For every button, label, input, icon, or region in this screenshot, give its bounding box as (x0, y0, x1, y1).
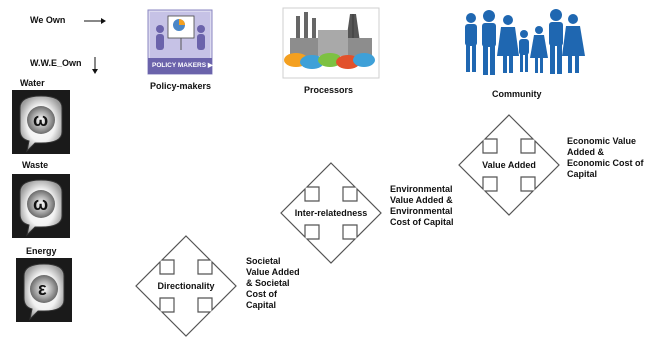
value-added-description: Economic Value Added & Economic Cost of … (567, 136, 644, 179)
policy-makers-label: Policy-makers (150, 81, 212, 91)
waste-symbol: ω (33, 194, 49, 214)
inter-relatedness-label: Inter-relatedness (294, 208, 368, 218)
waste-bubble-icon (12, 174, 70, 238)
waste-label: Waste (22, 160, 49, 170)
inter-relatedness-description: Environmental Value Added & Environmenta… (390, 184, 454, 227)
water-bubble-icon (12, 90, 70, 154)
water-symbol: ω (33, 110, 49, 130)
energy-symbol: ε (38, 279, 47, 299)
we-own-arrow (84, 18, 106, 24)
directionality-label: Directionality (157, 281, 215, 291)
policy-makers-icon (147, 9, 213, 75)
value-added-label: Value Added (482, 160, 536, 170)
we-own-label: We Own (30, 15, 66, 25)
community-icon (465, 9, 585, 75)
water-label: Water (20, 78, 45, 88)
energy-label: Energy (26, 246, 57, 256)
wwe-own-arrow (92, 57, 98, 74)
directionality-description: Societal Value Added & Societal Cost of … (246, 256, 300, 310)
processors-icon (282, 7, 380, 79)
energy-bubble-icon (16, 258, 72, 322)
policy-makers-badge: POLICY MAKERS ▶ (152, 62, 213, 69)
wwe-own-label: W.W.E_Own (30, 58, 82, 68)
processors-label: Processors (304, 85, 354, 95)
community-label: Community (492, 89, 542, 99)
